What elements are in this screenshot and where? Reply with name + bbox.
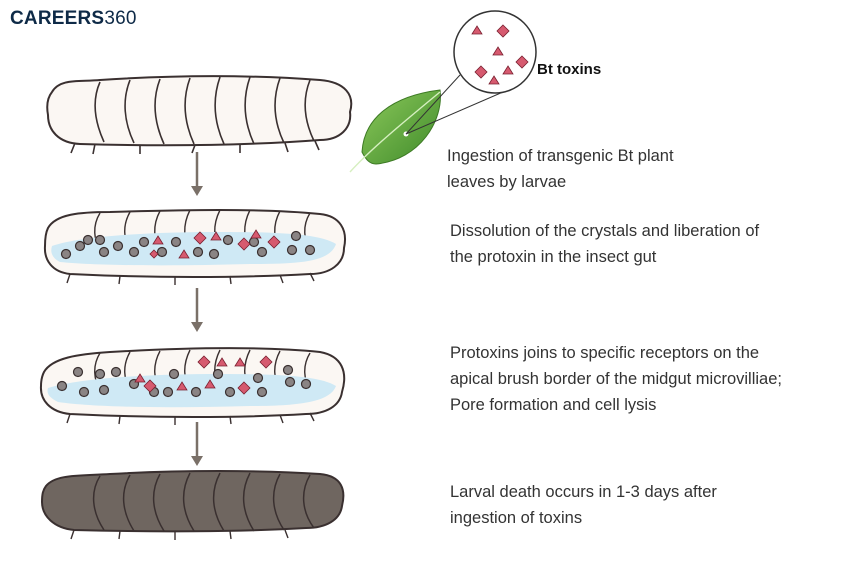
- logo-number: 360: [104, 8, 137, 29]
- larva-healthy-legs: [70, 140, 320, 155]
- step-1-line-2: leaves by larvae: [447, 173, 567, 191]
- step-3-line-2: apical brush border of the midgut microv…: [450, 370, 782, 388]
- step-1-line-1: Ingestion of transgenic Bt plant: [447, 147, 674, 165]
- larva-2-legs: [66, 272, 315, 285]
- larva-3-legs: [66, 412, 315, 425]
- larva-2-gut: [51, 232, 337, 266]
- step-2-line-2: the protoxin in the insect gut: [450, 248, 657, 266]
- step-2-text: Dissolution of the crystals and liberati…: [450, 218, 759, 270]
- larva-2-protoxin-particles: [60, 230, 316, 260]
- larva-healthy: [46, 75, 353, 155]
- bt-toxin-crystals: [471, 24, 529, 85]
- step-1-text: Ingestion of transgenic Bt plant leaves …: [447, 143, 674, 195]
- step-3-line-3: Pore formation and cell lysis: [450, 396, 657, 414]
- larva-3-toxin-crystals: [134, 355, 273, 395]
- step-2-line-1: Dissolution of the crystals and liberati…: [450, 222, 760, 240]
- logo-brand: CAREERS: [10, 8, 105, 29]
- bt-toxins-label: Bt toxins: [537, 61, 602, 78]
- larva-2-toxin-crystals: [149, 229, 281, 259]
- larva-dead-legs: [70, 529, 289, 540]
- step-3-text: Protoxins joins to specific receptors on…: [450, 340, 782, 418]
- larva-dead: [40, 470, 345, 540]
- larva-dead-segments: [92, 472, 315, 532]
- larva-toxin-binding: [39, 347, 346, 425]
- toxin-zoom-callout: [405, 10, 537, 135]
- arrow-step-3-to-4: [191, 422, 203, 466]
- step-4-line-2: ingestion of toxins: [450, 509, 583, 527]
- larva-healthy-segments: [94, 76, 315, 145]
- larva-3-protoxin-particles: [56, 364, 312, 398]
- careers360-logo: CAREERS360: [10, 8, 137, 30]
- step-3-line-1: Protoxins joins to specific receptors on…: [450, 344, 760, 362]
- arrow-step-1-to-2: [191, 152, 203, 196]
- step-4-line-1: Larval death occurs in 1-3 days after: [450, 483, 717, 501]
- step-4-text: Larval death occurs in 1-3 days after in…: [450, 479, 717, 531]
- arrow-step-2-to-3: [191, 288, 203, 332]
- leaf-icon: [349, 89, 441, 173]
- larva-with-crystals: [43, 209, 346, 285]
